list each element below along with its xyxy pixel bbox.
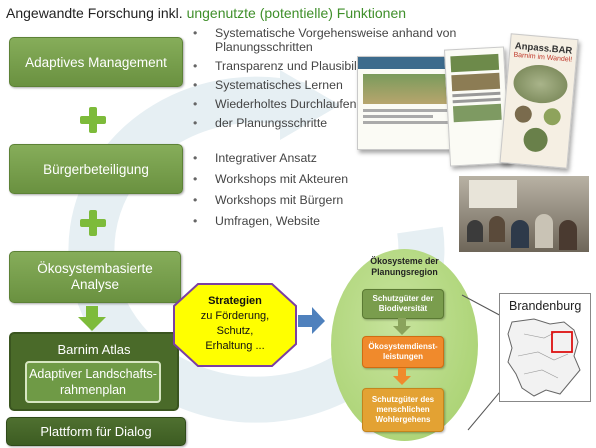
anpass-bar-flyer: Anpass.BAR Barnim im Wandel! (499, 33, 579, 169)
human-wellbeing-box: Schutzgüter des menschlichen Wohlergehen… (362, 388, 444, 432)
citizen-participation-box: Bürgerbeteiligung (9, 144, 183, 194)
adaptive-management-box: Adaptives Management (9, 37, 183, 87)
strategies-title: Strategien (208, 295, 262, 307)
adaptive-management-points: Systematische Vorgehensweise anhand von … (193, 24, 456, 133)
brandenburg-map: Brandenburg (499, 293, 591, 402)
barnim-atlas-label: Barnim Atlas (57, 342, 131, 357)
list-item: Workshops mit Bürgern (193, 190, 348, 211)
website-screenshot-image (357, 56, 459, 150)
map-outline (507, 318, 581, 397)
adaptive-landscape-plan-box: Adaptiver Landschafts-rahmenplan (25, 361, 161, 403)
barnim-atlas-box: Barnim Atlas Adaptiver Landschafts-rahme… (9, 332, 179, 411)
biodiversity-box: Schutzgüter der Biodiversität (362, 289, 444, 319)
arrow-down-icon (393, 318, 411, 335)
strategies-text: zu Förderung, Schutz, Erhaltung ... (200, 310, 270, 352)
list-item: Transparenz und Plausibilität (193, 57, 456, 76)
dialog-platform-box: Plattform für Dialog (6, 417, 186, 446)
ecosystem-title: Ökosysteme der Planungsregion (370, 256, 439, 277)
list-item: Systematische Vorgehensweise anhand von (193, 24, 456, 43)
list-item: Workshops mit Akteuren (193, 169, 348, 190)
list-item: Umfragen, Website (193, 211, 348, 232)
title-prefix: Angewandte Forschung inkl. (6, 5, 183, 21)
title-highlight: ungenutzte (potentielle) Funktionen (186, 5, 407, 21)
list-item-continuation: Planungsschritten (215, 40, 313, 54)
plus-icon (80, 210, 106, 236)
strategies-label: Strategien zu Förderung, Schutz, Erhaltu… (172, 294, 298, 354)
list-item: Systematisches Lernen (193, 76, 456, 95)
plus-icon (80, 107, 106, 133)
ecosystem-analysis-box: Ökosystembasierte Analyse (9, 251, 181, 303)
ecosystem-services-box: Ökosystemdienst-leistungen (362, 336, 444, 368)
arrow-down-icon (78, 306, 106, 331)
map-label: Brandenburg (509, 299, 582, 313)
workshop-photo (459, 176, 589, 252)
strategies-octagon (173, 283, 297, 367)
list-item: Wiederholtes Durchlaufen (193, 95, 456, 114)
list-item: Integrativer Ansatz (193, 148, 348, 169)
list-item: der Planungsschritte (193, 114, 456, 133)
participation-points: Integrativer Ansatz Workshops mit Akteur… (193, 148, 348, 232)
page-title: Angewandte Forschung inkl. ungenutzte (p… (6, 5, 406, 21)
arrow-right-icon (298, 307, 325, 334)
arrow-down-icon (393, 368, 411, 385)
